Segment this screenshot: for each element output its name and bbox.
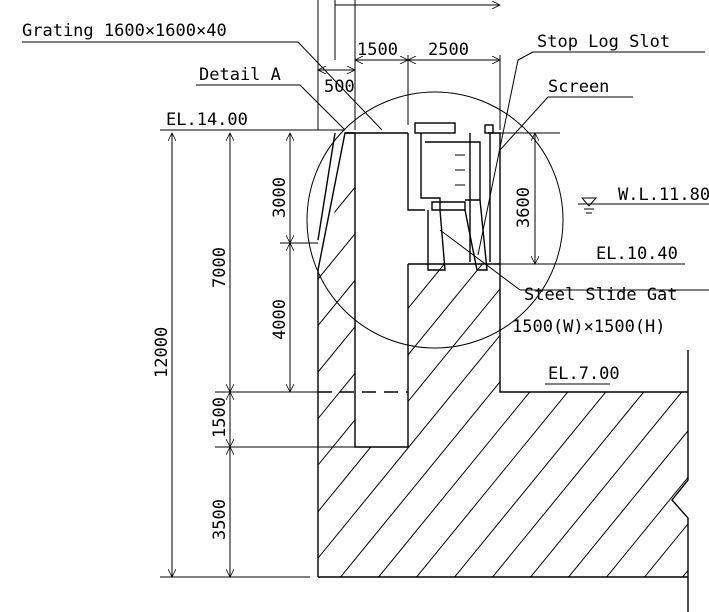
hatch-line bbox=[539, 133, 688, 577]
labels: Grating 1600×1600×40 Detail A 1500 2500 … bbox=[22, 21, 709, 540]
label-detail-a: Detail A bbox=[199, 65, 281, 85]
label-steel-slide-gate: Steel Slide Gat bbox=[524, 285, 678, 305]
dimension-lines bbox=[160, 0, 560, 577]
hatch-line bbox=[318, 133, 661, 577]
hatch-line bbox=[0, 0, 166, 612]
hatch-line bbox=[0, 0, 242, 612]
label-dim-4000: 4000 bbox=[270, 299, 290, 340]
hatch-line bbox=[318, 133, 688, 577]
label-dim-3600: 3600 bbox=[514, 187, 534, 228]
hatch-line bbox=[0, 0, 14, 612]
label-gate-size: 1500(W)×1500(H) bbox=[512, 317, 666, 337]
hatch-line bbox=[0, 0, 90, 612]
hatch-line bbox=[318, 133, 471, 577]
hatch-line bbox=[318, 133, 357, 577]
hatch-line bbox=[653, 133, 688, 577]
label-wl-11-80: W.L.11.80 bbox=[618, 185, 709, 205]
hatch-line bbox=[0, 0, 52, 612]
hatch-line bbox=[318, 133, 688, 577]
hatch-line bbox=[318, 133, 585, 577]
hatch-line bbox=[318, 133, 688, 577]
leader-lines bbox=[22, 41, 709, 291]
hatch-line bbox=[318, 133, 547, 577]
gate-mechanism bbox=[414, 122, 494, 271]
hatch-line bbox=[0, 0, 204, 612]
structure-outline bbox=[317, 132, 689, 612]
hatch-line bbox=[0, 0, 128, 612]
label-el-10-40: EL.10.40 bbox=[596, 244, 678, 264]
label-stop-log-slot: Stop Log Slot bbox=[537, 32, 670, 52]
hatch-line bbox=[318, 133, 623, 577]
label-dim-1500-top: 1500 bbox=[357, 40, 398, 60]
label-dim-3500: 3500 bbox=[210, 499, 230, 540]
label-dim-1500-side: 1500 bbox=[210, 397, 230, 438]
hatch-line bbox=[615, 133, 688, 577]
hatch-line bbox=[463, 133, 688, 577]
water-level-symbol bbox=[578, 197, 709, 214]
hatch-line bbox=[577, 133, 688, 577]
label-dim-500: 500 bbox=[324, 77, 355, 97]
hatch-line bbox=[501, 133, 688, 577]
label-dim-3000: 3000 bbox=[270, 177, 290, 218]
label-dim-7000: 7000 bbox=[210, 247, 230, 288]
label-el-14: EL.14.00 bbox=[166, 110, 248, 130]
label-el-7-00: EL.7.00 bbox=[548, 364, 620, 384]
label-dim-2500-top: 2500 bbox=[428, 40, 469, 60]
hatch-line bbox=[0, 0, 280, 612]
label-screen: Screen bbox=[548, 77, 609, 97]
label-grating: Grating 1600×1600×40 bbox=[22, 21, 227, 41]
hatch-line bbox=[692, 0, 709, 612]
detail-a-circle bbox=[306, 91, 564, 349]
label-dim-12000: 12000 bbox=[152, 327, 172, 378]
